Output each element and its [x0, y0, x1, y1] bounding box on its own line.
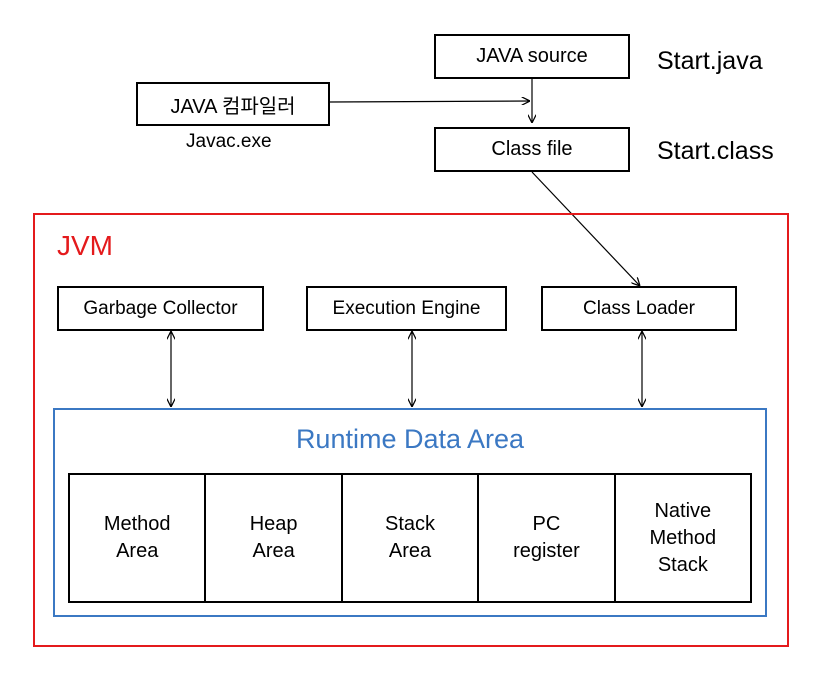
garbage-collector-label: Garbage Collector [83, 297, 238, 319]
method-area-cell: Method Area [103, 513, 171, 562]
classfile-to-loader-arrow [531, 171, 640, 286]
class-file-box: Class file [434, 127, 630, 172]
start-java-label: Start.java [657, 47, 763, 75]
runtime-data-area-title: Runtime Data Area [295, 424, 525, 454]
class-file-label: Class file [491, 138, 573, 160]
java-source-box: JAVA source [434, 34, 630, 79]
jvm-title: JVM [57, 230, 113, 261]
java-compiler-label: JAVA 컴파일러 [170, 95, 296, 118]
execution-engine-box: Execution Engine [306, 286, 507, 331]
start-class-label: Start.class [657, 137, 774, 165]
garbage-collector-box: Garbage Collector [57, 286, 264, 331]
class-loader-box: Class Loader [541, 286, 737, 331]
class-loader-label: Class Loader [583, 297, 695, 319]
stack-area-cell: Stack Area [340, 475, 477, 601]
java-source-label: JAVA source [476, 45, 588, 67]
execution-engine-label: Execution Engine [332, 297, 481, 319]
native-method-stack-cell: Native Method Stack [613, 475, 750, 601]
pc-register-cell: PC register [477, 475, 613, 601]
runtime-data-area-frame [53, 408, 767, 617]
jvm-frame [33, 213, 789, 647]
javac-label: Javac.exe [186, 131, 272, 152]
heap-area-cell: Heap Area [204, 475, 340, 601]
compiler-to-pipeline-arrow [329, 101, 530, 102]
memory-areas-row: Method Area Heap Area Stack Area PC regi… [68, 473, 752, 603]
java-compiler-box: JAVA 컴파일러 [136, 82, 330, 126]
